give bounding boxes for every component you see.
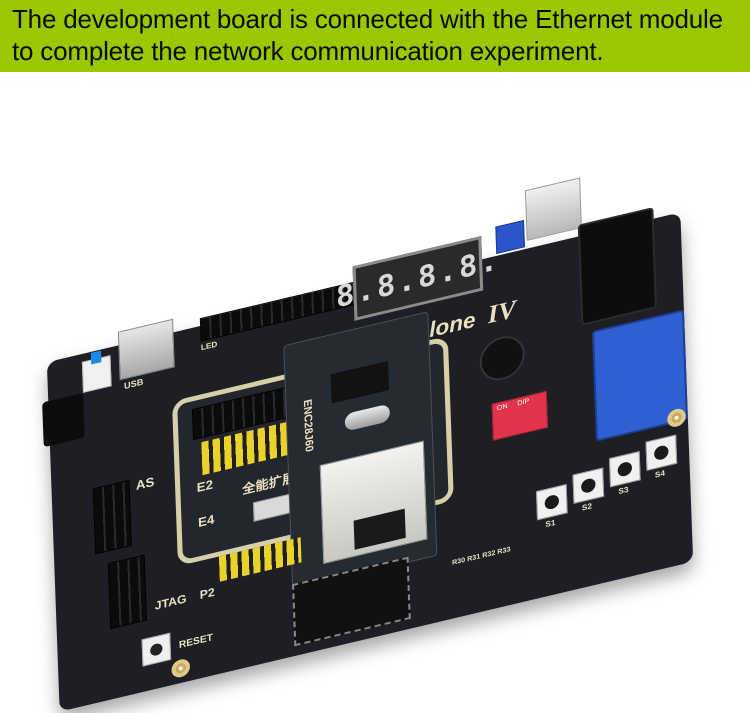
buzzer (478, 331, 526, 385)
s1-cap (544, 493, 560, 511)
s2-cap (580, 477, 596, 495)
rj45-port-opening (353, 508, 406, 550)
usb-connector (117, 318, 175, 381)
tact-switch-s1[interactable] (535, 483, 568, 521)
rj45-jack (319, 440, 428, 565)
jtag-header (107, 554, 148, 630)
p2-label: P2 (199, 584, 215, 603)
caption-line-2: to complete the network communication ex… (12, 36, 604, 66)
tact-switch-s3[interactable] (608, 451, 641, 488)
as-label: AS (135, 473, 155, 493)
enc28j60-chip (330, 360, 389, 404)
e4-label: E4 (197, 511, 215, 531)
s1-label: S1 (545, 517, 556, 530)
product-photo: USB LED 8.8.8.8. clone IV E2 全能扩展 E4 (0, 72, 750, 712)
s3-cap (617, 460, 633, 478)
resistor-labels: R30 R31 R32 R33 (451, 546, 511, 567)
serial-port (577, 206, 658, 326)
ethernet-module: ENC28J60 (283, 311, 438, 591)
led-label: LED (200, 339, 218, 353)
s4-cap (653, 444, 669, 462)
usb-b-connector (524, 177, 582, 241)
dip-label: DIP (517, 397, 530, 408)
power-switch[interactable] (81, 350, 112, 393)
mounting-hole-bottom-left (171, 657, 191, 680)
reset-button[interactable] (141, 632, 172, 667)
s2-label: S2 (581, 501, 593, 513)
caption-line-1: The development board is connected with … (12, 4, 723, 34)
caption-banner: The development board is connected with … (0, 0, 750, 72)
s3-label: S3 (618, 485, 629, 497)
reset-label: RESET (178, 632, 214, 652)
reset-button-cap (150, 642, 163, 657)
s4-label: S4 (654, 468, 666, 480)
power-jack (42, 392, 85, 448)
enc28j60-label: ENC28J60 (300, 398, 315, 454)
crystal-oscillator (344, 403, 391, 432)
e2-label: E2 (196, 476, 214, 496)
tact-switch-s2[interactable] (572, 467, 605, 504)
jtag-label: JTAG (154, 591, 187, 613)
fpga-development-board: USB LED 8.8.8.8. clone IV E2 全能扩展 E4 (42, 177, 694, 712)
as-header (92, 479, 132, 555)
usb-label: USB (123, 376, 144, 392)
power-switch-knob (90, 350, 102, 365)
dip-on-label: ON (496, 403, 508, 413)
tact-switch-s4[interactable] (645, 434, 678, 471)
board-logo-suffix: IV (487, 294, 517, 330)
dip-switch[interactable]: ON DIP (491, 390, 549, 441)
potentiometer[interactable] (495, 220, 525, 254)
